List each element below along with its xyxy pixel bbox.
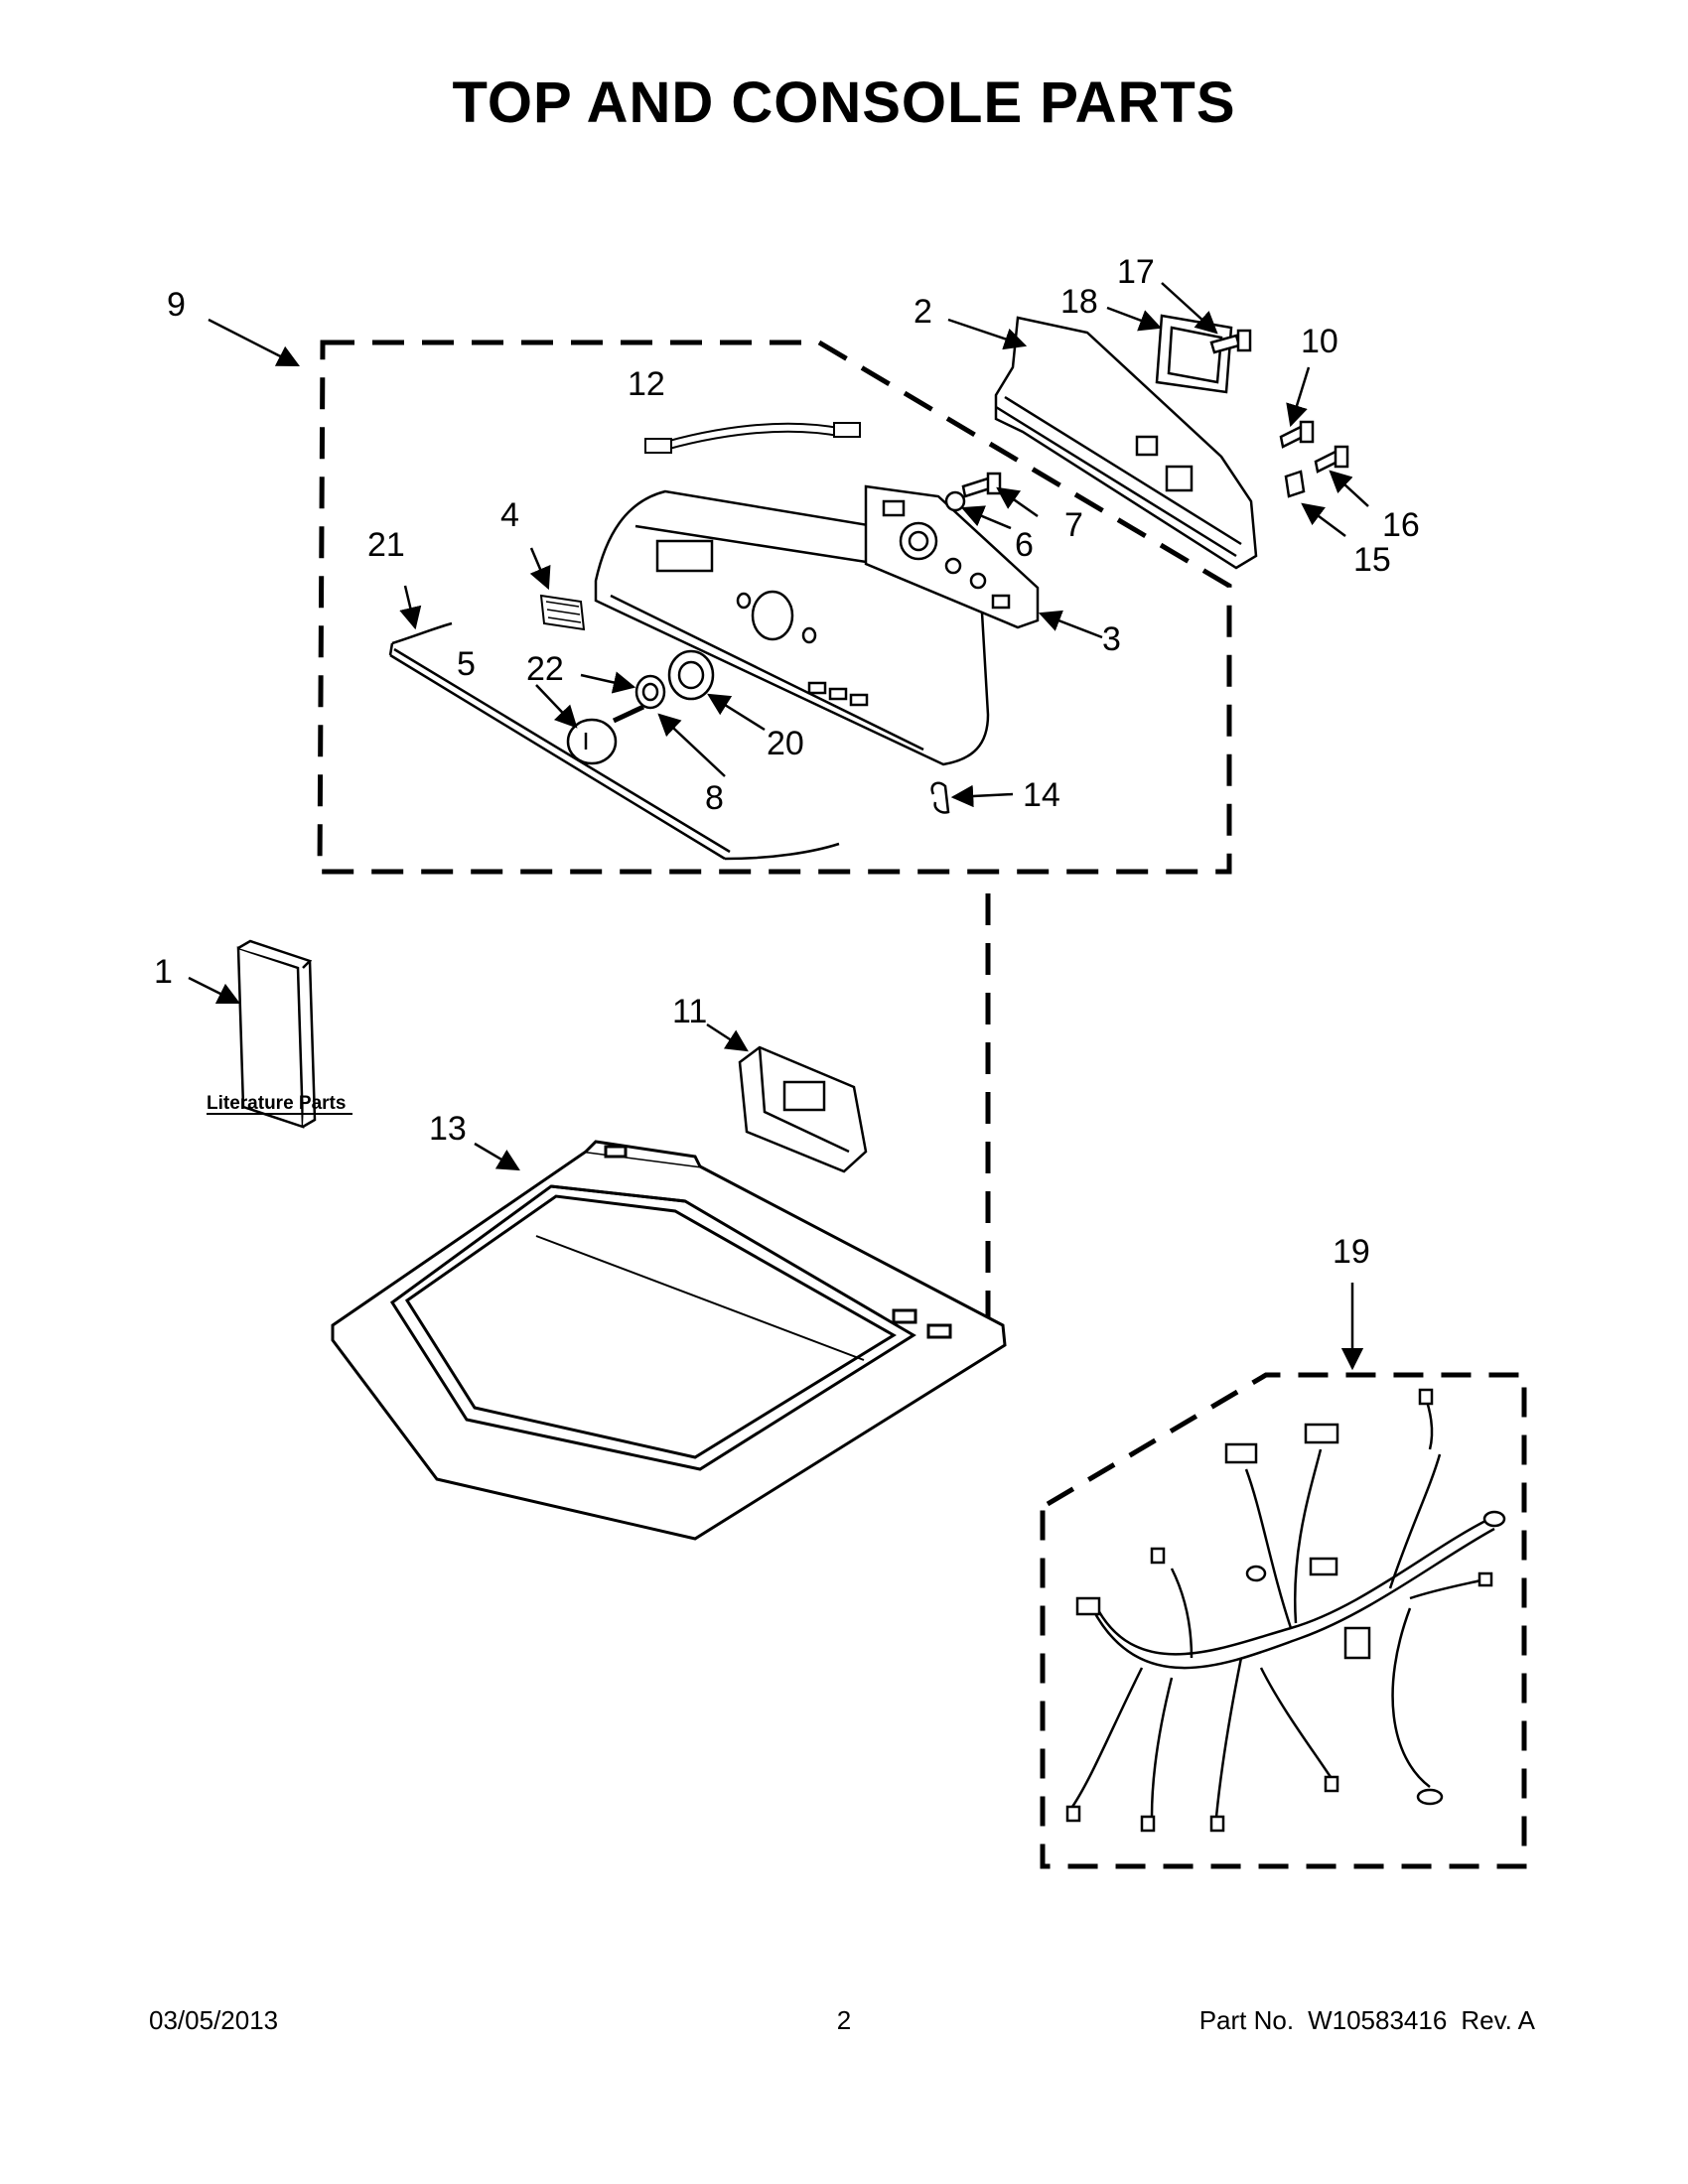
control-module-part [738,1045,868,1173]
callout-12: 12 [628,365,665,403]
callout-8: 8 [705,779,724,817]
wire-harness-part [1065,1388,1506,1833]
knob-part [566,704,645,765]
footer-part-number: W10583416 [1308,2005,1448,2035]
callout-18: 18 [1060,283,1098,321]
callout-13: 13 [429,1110,467,1148]
callout-7: 7 [1064,506,1083,544]
cover-plate-part [1155,314,1233,394]
callout-1: 1 [154,953,173,991]
callout-14: 14 [1023,776,1060,814]
literature-book-part [236,939,317,1129]
leader-arrows [188,282,1369,1371]
footer-revision: Rev. A [1461,2005,1535,2035]
callout-19: 19 [1333,1233,1370,1271]
callout-20: 20 [767,725,804,762]
callout-10: 10 [1301,323,1338,360]
console-assembly-boundary [317,340,1232,1320]
indicator-lens-part [539,594,586,631]
callout-21: 21 [367,526,405,564]
wire-harness-boundary [1040,1372,1527,1869]
literature-parts-label: Literature Parts [207,1093,346,1114]
wire-connector-part [644,422,861,454]
user-interface-board-part [864,484,1040,629]
callout-22: 22 [526,650,564,688]
callout-17: 17 [1117,253,1155,291]
callout-2: 2 [914,293,932,331]
footer-part-label: Part No. [1198,2005,1295,2035]
footer-date: 03/05/2013 [149,2005,279,2035]
footer-part-info: Part No. W10583416 Rev. A [1186,2005,1535,2036]
callout-4: 4 [500,496,519,534]
console-gasket-part [388,621,840,861]
callout-3: 3 [1102,620,1121,658]
callout-16: 16 [1382,506,1420,544]
fasteners [930,329,1349,814]
knob-ring-parts [634,649,715,710]
page-title: TOP AND CONSOLE PARTS [452,70,1236,135]
callout-15: 15 [1353,541,1391,579]
callout-11: 11 [672,993,707,1030]
console-back-part [994,316,1258,570]
callout-9: 9 [167,286,186,324]
footer-page-number: 2 [836,2005,852,2035]
callout-labels: 1 2 3 4 5 6 7 8 9 10 11 12 13 14 15 16 1… [154,253,1420,1271]
callout-5: 5 [457,645,476,683]
top-panel-part [331,1140,1007,1541]
callout-6: 6 [1015,526,1034,564]
